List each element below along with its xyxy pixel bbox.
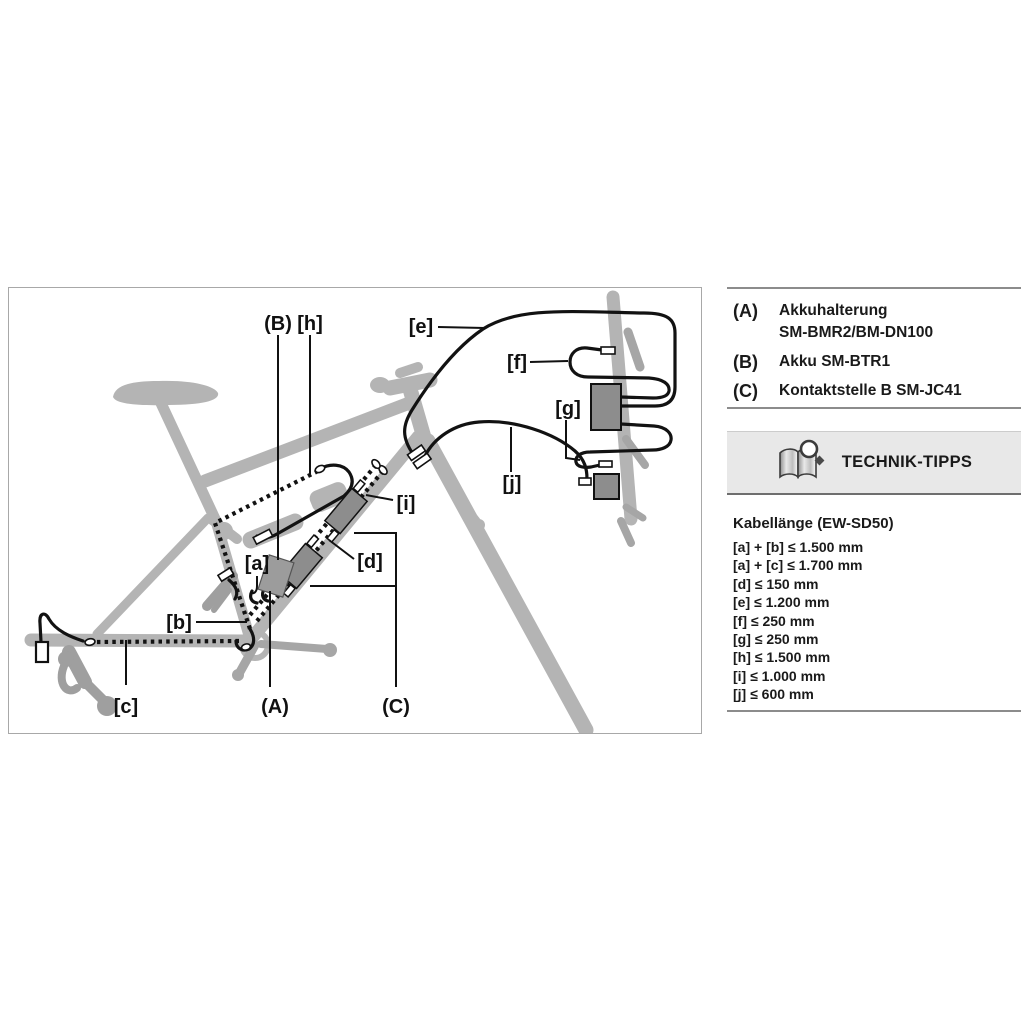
legend-label-line2: SM-BMR2/BM-DN100 xyxy=(779,324,934,341)
grip xyxy=(370,377,390,393)
legend-bottom-divider xyxy=(727,407,1021,409)
legend-label-line1: Kontaktstelle B SM-JC41 xyxy=(779,382,962,399)
leader-a xyxy=(250,576,258,595)
legend-item-A: (A) Akkuhalterung SM-BMR2/BM-DN100 xyxy=(733,300,1021,344)
legend-key: (B) xyxy=(733,352,758,372)
panel-bottom-divider xyxy=(727,710,1021,712)
cable-length-table: Kabellänge (EW-SD50) [a] + [b] ≤ 1.500 m… xyxy=(733,514,1021,704)
junction-box-lower xyxy=(278,534,324,598)
connector-f xyxy=(600,346,616,355)
diagram-labels: (B) [h] [e] [f] [g] [j] [i] [d] [a] [b] … xyxy=(114,313,581,718)
book-with-magnifier-icon xyxy=(776,439,832,486)
legend-item-B: (B) Akku SM-BTR1 xyxy=(733,351,1021,373)
seatstay xyxy=(92,513,213,639)
cable-e xyxy=(403,309,677,456)
rear-shock xyxy=(242,513,304,549)
cable-length-title: Kabellänge (EW-SD50) xyxy=(733,515,894,532)
leader-f xyxy=(529,360,569,363)
legend-key: (C) xyxy=(733,381,758,401)
cable-length-row: [f] ≤ 250 mm xyxy=(733,612,815,629)
connector-oval-c xyxy=(84,637,96,647)
cable-length-row: [e] ≤ 1.200 mm xyxy=(733,594,830,611)
legend-label: Akkuhalterung SM-BMR2/BM-DN100 xyxy=(779,300,933,344)
label-j: [j] xyxy=(503,473,522,495)
legend-key: (A) xyxy=(733,301,758,321)
connector-j xyxy=(578,477,592,486)
cable-length-row: [a] + [b] ≤ 1.500 mm xyxy=(733,539,864,555)
technik-tipps-banner: TECHNIK-TIPPS xyxy=(727,431,1021,495)
junction-box-upper xyxy=(323,478,369,544)
stem-connectors xyxy=(406,443,433,470)
connector-g xyxy=(598,460,613,468)
leader-g xyxy=(565,420,581,461)
label-e: [e] xyxy=(409,316,433,338)
info-panel: (A) Akkuhalterung SM-BMR2/BM-DN100 (B) A… xyxy=(727,287,1021,717)
connector-oval-h xyxy=(314,464,326,474)
leader-C xyxy=(310,532,397,687)
technik-tipps-title: TECHNIK-TIPPS xyxy=(841,453,973,471)
connector-fd xyxy=(216,566,235,583)
wire-c xyxy=(96,638,240,645)
label-h: [h] xyxy=(297,313,323,335)
leader-e xyxy=(437,326,486,329)
saddle xyxy=(113,380,219,406)
brake-caliper xyxy=(450,490,481,526)
cable-f xyxy=(568,346,671,400)
label-C: (C) xyxy=(382,696,410,718)
panel-top-divider xyxy=(727,287,1021,289)
legend-label-line1: Akku SM-BTR1 xyxy=(779,353,891,370)
cable-length-row: [h] ≤ 1.500 mm xyxy=(733,649,831,666)
cable-length-row: [j] ≤ 600 mm xyxy=(733,686,814,703)
stem xyxy=(382,372,438,396)
cable-fd xyxy=(227,578,239,601)
cable-j xyxy=(423,419,589,481)
label-a: [a] xyxy=(245,553,269,575)
connector-oval-i2 xyxy=(371,458,381,470)
fork xyxy=(420,433,594,738)
plug-left xyxy=(34,640,50,664)
label-i: [i] xyxy=(397,493,416,515)
legend-label-line1: Akkuhalterung xyxy=(779,302,888,319)
brake-lever-top xyxy=(623,327,645,372)
label-c: [c] xyxy=(114,696,138,718)
label-A: (A) xyxy=(261,696,289,718)
bar-small-box xyxy=(593,473,620,500)
crank-arm xyxy=(235,640,260,677)
connector-oval-bb xyxy=(240,643,252,651)
cable-g xyxy=(574,422,673,469)
label-B: (B) xyxy=(264,313,292,335)
label-g: [g] xyxy=(555,398,581,420)
components xyxy=(34,346,622,664)
legend-item-C: (C) Kontaktstelle B SM-JC41 xyxy=(733,380,1021,402)
chainstay xyxy=(24,633,257,648)
parts-legend: (A) Akkuhalterung SM-BMR2/BM-DN100 (B) A… xyxy=(733,300,1021,409)
label-d: [d] xyxy=(357,551,383,573)
bar-junction-box xyxy=(590,383,622,431)
cable-length-row: [a] + [c] ≤ 1.700 mm xyxy=(733,557,863,574)
cable-c-hook xyxy=(38,612,85,644)
cable-length-row: [d] ≤ 150 mm xyxy=(733,575,819,592)
cable-length-row: [g] ≤ 250 mm xyxy=(733,631,819,648)
cable-length-row: [i] ≤ 1.000 mm xyxy=(733,667,826,684)
rear-derailleur xyxy=(57,645,117,716)
leader-i xyxy=(365,494,394,501)
connector-h-end xyxy=(252,528,274,546)
label-f: [f] xyxy=(507,352,527,374)
spacer xyxy=(395,362,423,378)
legend-label: Kontaktstelle B SM-JC41 xyxy=(779,380,962,402)
wiring-diagram-panel: (B) [h] [e] [f] [g] [j] [i] [d] [a] [b] … xyxy=(8,287,702,738)
bike-wiring-diagram: (B) [h] [e] [f] [g] [j] [i] [d] [a] [b] … xyxy=(24,290,677,738)
label-b: [b] xyxy=(166,612,192,634)
legend-label: Akku SM-BTR1 xyxy=(779,351,890,373)
leader-d xyxy=(328,539,355,560)
top-tube xyxy=(198,395,419,488)
leader-lines xyxy=(125,326,581,687)
